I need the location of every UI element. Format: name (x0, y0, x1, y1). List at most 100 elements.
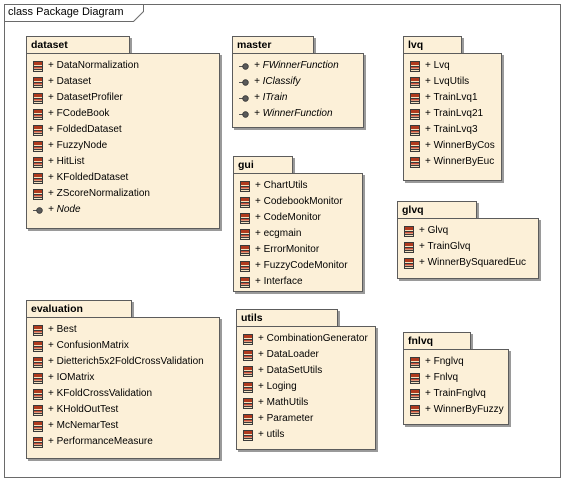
class-icon (240, 245, 250, 256)
package-item-label: + TrainGlvq (419, 241, 471, 252)
package-item-label: + CodeMonitor (255, 212, 321, 223)
package-item-label: + KFoldedDataset (48, 172, 129, 183)
package-item-label: + Interface (255, 276, 303, 287)
class-icon (240, 261, 250, 272)
class-icon (33, 373, 43, 384)
package-item-label: + WinnerByFuzzy (425, 404, 504, 415)
package-body: + Glvq + TrainGlvq + WinnerBySquaredEuc (397, 218, 539, 279)
package-name: evaluation (31, 303, 83, 315)
class-icon (410, 373, 420, 384)
class-icon (243, 366, 253, 377)
package-name: master (237, 39, 272, 51)
package-body: + CombinationGenerator+ DataLoader+ Data… (236, 326, 376, 450)
interface-icon (33, 205, 43, 216)
package-item-label: + TrainFnglvq (425, 388, 486, 399)
package-item-label: + FCodeBook (48, 108, 110, 119)
class-icon (404, 226, 414, 237)
class-icon (240, 181, 250, 192)
interface-icon (239, 109, 249, 120)
package-item-label: + Dataset (48, 76, 92, 87)
class-icon (33, 389, 43, 400)
package-name: gui (238, 159, 254, 171)
class-icon (33, 125, 43, 136)
class-icon (240, 213, 250, 224)
package-item-label: + KFoldCrossValidation (48, 388, 153, 399)
package-name: dataset (31, 39, 68, 51)
package-item-label: + FuzzyCodeMonitor (255, 260, 348, 271)
package-tab: glvq (397, 201, 477, 219)
package-item-label: + TrainLvq3 (425, 124, 478, 135)
class-icon (240, 277, 250, 288)
class-icon (410, 141, 420, 152)
package-body: + DataNormalization + Dataset + DatasetPro… (26, 53, 220, 229)
package-tab: master (232, 36, 314, 54)
package-item-label: + McNemarTest (48, 420, 119, 431)
class-icon (240, 197, 250, 208)
package-item-label: + TrainLvq21 (425, 108, 484, 119)
class-icon (33, 109, 43, 120)
class-icon (410, 125, 420, 136)
class-icon (410, 357, 420, 368)
class-icon (240, 229, 250, 240)
package-item-label: + WinnerByCos (425, 140, 495, 151)
package-item-label: + Fnglvq (425, 356, 464, 367)
package-item-label: + WinnerByEuc (425, 156, 495, 167)
package-item-label: + MathUtils (258, 397, 309, 408)
class-icon (33, 141, 43, 152)
class-icon (33, 157, 43, 168)
class-icon (33, 189, 43, 200)
package-item-label: + FWinnerFunction (254, 60, 339, 71)
class-icon (33, 325, 43, 336)
package-name: glvq (402, 204, 424, 216)
package-item-label: + ZScoreNormalization (48, 188, 150, 199)
package-item-label: + DatasetProfiler (48, 92, 123, 103)
package-item-label: + LvqUtils (425, 76, 470, 87)
class-icon (243, 430, 253, 441)
package-tab: evaluation (26, 300, 132, 318)
package-tab: dataset (26, 36, 130, 54)
class-icon (410, 405, 420, 416)
package-item-label: + IClassify (254, 76, 301, 87)
package-tab: utils (236, 309, 338, 327)
class-icon (33, 341, 43, 352)
package-name: utils (241, 312, 263, 324)
package-item-label: + Best (48, 324, 77, 335)
class-icon (410, 61, 420, 72)
package-name: fnlvq (408, 335, 434, 347)
package-item-label: + DataNormalization (48, 60, 139, 71)
class-icon (243, 350, 253, 361)
package-item-label: + ChartUtils (255, 180, 308, 191)
class-icon (33, 437, 43, 448)
package-item-label: + CodebookMonitor (255, 196, 343, 207)
class-icon (243, 382, 253, 393)
package-item-label: + ErrorMonitor (255, 244, 320, 255)
package-item-label: + KHoldOutTest (48, 404, 119, 415)
diagram-title: class Package Diagram (8, 6, 124, 18)
class-icon (33, 61, 43, 72)
package-item-label: + DataLoader (258, 349, 319, 360)
class-icon (410, 77, 420, 88)
package-body: + Fnglvq+ Fnlvq+ TrainFnglvq+ WinnerByFu… (403, 349, 509, 425)
package-item-label: + TrainLvq1 (425, 92, 478, 103)
package-body: + ChartUtils + CodebookMonitor + CodeMonit… (233, 173, 363, 292)
class-icon (33, 77, 43, 88)
class-icon (33, 405, 43, 416)
package-item-label: + ConfusionMatrix (48, 340, 129, 351)
package-body: + Best+ ConfusionMatrix+ Dietterich5x2Fo… (26, 317, 220, 459)
class-icon (243, 398, 253, 409)
class-icon (243, 334, 253, 345)
package-item-label: + WinnerBySquaredEuc (419, 257, 527, 268)
class-icon (410, 389, 420, 400)
package-item-label: + Parameter (258, 413, 314, 424)
package-item-label: + HitList (48, 156, 85, 167)
class-icon (33, 421, 43, 432)
class-icon (33, 357, 43, 368)
class-icon (33, 93, 43, 104)
class-icon (404, 242, 414, 253)
package-item-label: + utils (258, 429, 285, 440)
package-item-label: + Glvq (419, 225, 449, 236)
package-item-label: + Loging (258, 381, 297, 392)
title-tab-outline (4, 4, 144, 22)
package-name: lvq (408, 39, 424, 51)
class-icon (404, 258, 414, 269)
